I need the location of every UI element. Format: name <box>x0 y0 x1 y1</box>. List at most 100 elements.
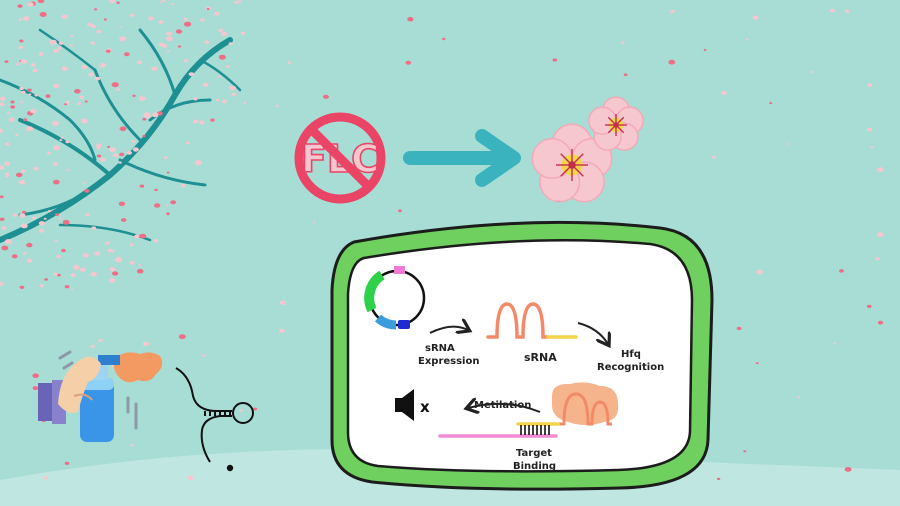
label-hfq-2: Recognition <box>597 362 664 373</box>
falling-petal <box>278 328 285 333</box>
blossom-petal <box>132 147 139 152</box>
blossom-petal <box>64 103 68 106</box>
blossom-petal <box>20 223 28 229</box>
blossom-petal <box>142 134 146 138</box>
blossom-petal <box>74 89 81 94</box>
blossom-petal <box>105 241 110 245</box>
blossom-petal <box>62 219 70 225</box>
blossom-petal <box>65 100 70 104</box>
blossom-petal <box>61 66 68 71</box>
blossom-petal <box>158 20 164 24</box>
blossom-petal <box>138 96 146 101</box>
blossom-petal <box>154 188 158 192</box>
blossom-petal <box>39 284 45 288</box>
label-target-1: Target <box>516 448 552 459</box>
blossom-petal <box>90 24 96 29</box>
blossom-petal <box>32 68 38 73</box>
srna-molecule <box>486 302 578 339</box>
falling-petal <box>877 167 884 172</box>
blossom-petal <box>162 0 166 3</box>
blossom-petal <box>107 145 111 148</box>
falling-petal <box>623 73 628 76</box>
blossom-petal <box>15 63 20 66</box>
blossom-petal <box>52 179 60 185</box>
blossom-petal <box>88 72 94 77</box>
blossom-petal <box>116 1 120 4</box>
metilation-arrow <box>468 404 541 412</box>
blossom-petal <box>199 120 205 125</box>
blossom-petal <box>96 154 102 158</box>
blossom-petal <box>184 21 192 27</box>
falling-petal <box>811 70 815 74</box>
falling-petal <box>797 396 801 399</box>
blossom-petal <box>32 216 37 220</box>
blossom-petal <box>166 50 170 53</box>
blossom-petal <box>4 172 10 176</box>
blossom-petal <box>96 29 102 34</box>
blossom-petal <box>12 213 18 217</box>
blossom-petal <box>84 100 88 103</box>
falling-petal <box>829 8 836 13</box>
blossom-petal <box>43 217 47 220</box>
blossom-petal <box>214 11 221 16</box>
blossom-petal <box>30 63 36 67</box>
falling-petal <box>552 58 558 62</box>
falling-petal <box>877 320 884 325</box>
blossom-petal <box>170 200 177 205</box>
blossom-petal <box>26 126 34 132</box>
blossom-petal <box>52 145 61 151</box>
blossom-petal <box>6 111 11 115</box>
falling-petal <box>405 60 412 65</box>
blossom-petal <box>46 151 52 155</box>
scattered-petals <box>32 8 884 481</box>
blossom-petal <box>221 31 228 37</box>
blossom-petal <box>22 210 26 214</box>
falling-petal <box>743 450 747 453</box>
blossom-petal <box>33 166 39 171</box>
blossom-petal <box>118 201 126 206</box>
label-srna: sRNA <box>524 351 557 364</box>
blossom-petal <box>132 94 136 98</box>
blossom-petal <box>53 272 58 276</box>
falling-petal <box>720 90 727 95</box>
falling-petal <box>32 386 39 391</box>
blossom-petal <box>131 140 136 143</box>
falling-petal <box>844 9 850 13</box>
blossom-petal <box>166 171 170 174</box>
falling-petal <box>833 342 837 345</box>
falling-petal <box>745 38 749 41</box>
falling-petal <box>98 339 103 342</box>
blossom-petal <box>0 128 3 133</box>
blossom-petal <box>21 169 26 173</box>
blossom-petal <box>103 18 107 21</box>
blossom-petal <box>138 264 141 266</box>
blossom-petal <box>8 117 15 122</box>
blossom-petal <box>136 268 144 274</box>
blossom-petal <box>158 42 165 47</box>
blossom-petal <box>10 105 16 109</box>
blossom-petal <box>4 239 12 245</box>
blossom-petal <box>119 126 127 132</box>
blossom-petal <box>15 172 23 178</box>
blossom-petal <box>126 151 132 155</box>
blossom-petal <box>87 22 92 27</box>
blossom-petal <box>27 2 34 7</box>
falling-petal <box>202 354 206 357</box>
falling-petal <box>870 146 874 149</box>
falling-petal <box>275 105 279 108</box>
blossom-petal <box>57 273 61 277</box>
spray-bottle-hand-icon <box>38 350 163 442</box>
blossom-petal <box>165 204 169 207</box>
hfq-target-complex <box>438 382 619 438</box>
plasmid-icon <box>364 266 426 330</box>
falling-petal <box>668 59 676 65</box>
blossom-petal <box>218 54 226 60</box>
blossom-petal <box>0 165 5 170</box>
flower-core <box>613 122 619 128</box>
blossom-petal <box>26 242 33 248</box>
blossom-petal <box>52 162 59 166</box>
falling-petal <box>670 9 675 14</box>
falling-petal <box>756 269 763 275</box>
speaker-muted-icon: x <box>395 389 430 421</box>
